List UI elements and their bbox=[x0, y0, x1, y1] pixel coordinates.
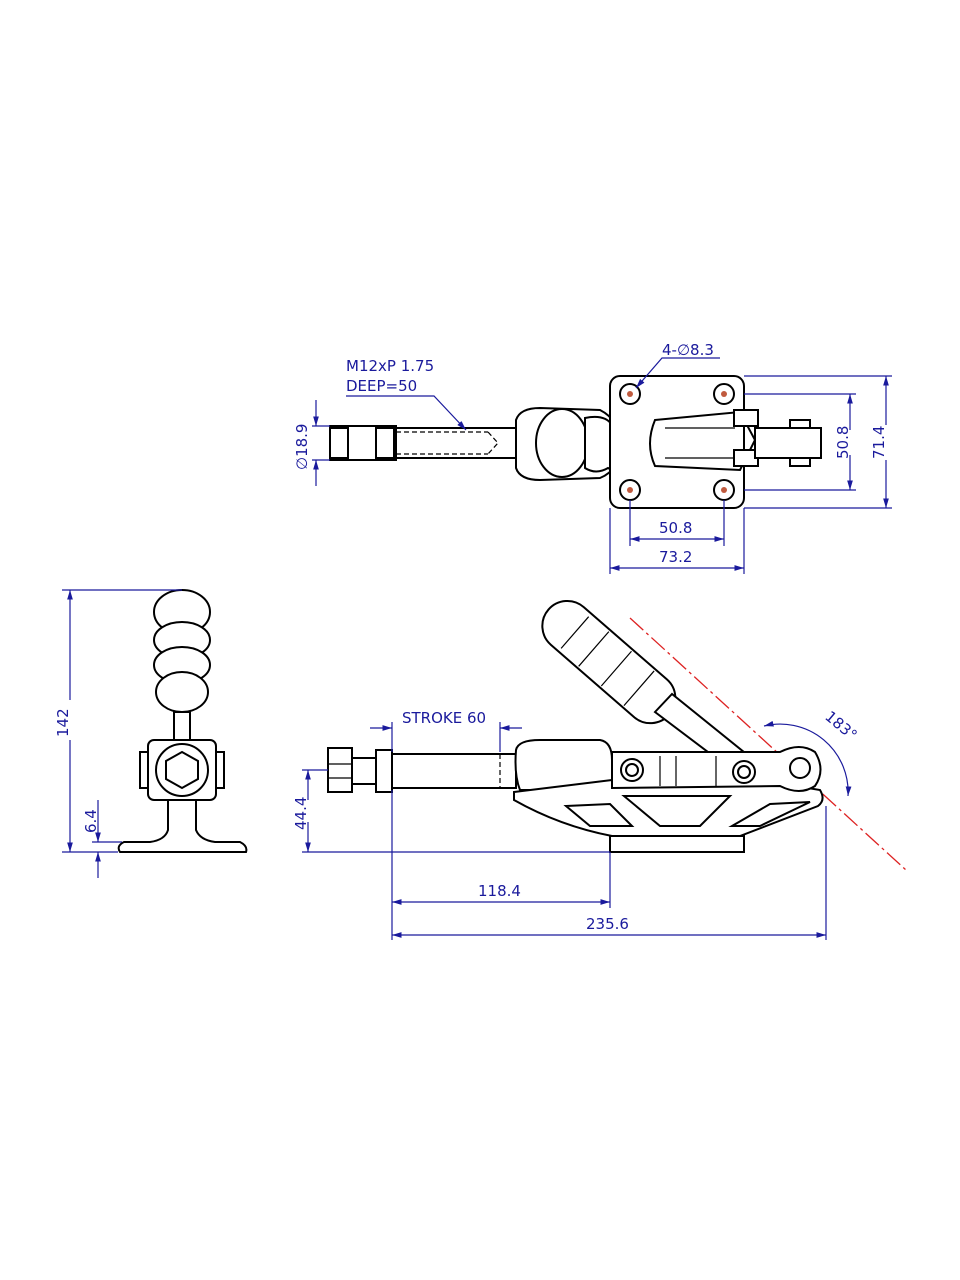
dim-overall-length: 235.6 bbox=[586, 915, 629, 933]
side-view: 142 6.4 bbox=[54, 589, 248, 878]
side-hex-nut bbox=[165, 750, 199, 790]
dim-rod-height: 44.4 bbox=[292, 797, 310, 830]
dim-handle-angle: 183° bbox=[821, 707, 860, 744]
thread-depth-label: DEEP=50 bbox=[346, 377, 417, 395]
dim-rod-to-plate: 118.4 bbox=[478, 882, 521, 900]
dim-rod-diameter: ∅18.9 bbox=[293, 424, 311, 470]
front-plunger bbox=[391, 753, 517, 789]
front-base-plate bbox=[609, 835, 745, 853]
dim-hole-spacing-horizontal: 50.8 bbox=[659, 519, 692, 537]
dim-plate-length: 73.2 bbox=[659, 548, 692, 566]
holes-spec-label: 4-∅8.3 bbox=[662, 341, 714, 359]
dim-stroke: STROKE 60 bbox=[402, 709, 486, 727]
top-clevis-nut-a bbox=[733, 409, 759, 427]
dim-base-thickness: 6.4 bbox=[82, 809, 100, 833]
front-pivot-pin bbox=[789, 757, 811, 779]
top-hex-nut bbox=[329, 427, 349, 459]
top-clevis bbox=[754, 427, 822, 459]
front-frame bbox=[513, 779, 824, 837]
top-view: ∅18.9 M12xP 1.75 DEEP=50 4-∅8.3 50.8 71.… bbox=[293, 341, 892, 574]
front-lock-nut bbox=[375, 749, 393, 793]
dim-plate-width: 71.4 bbox=[870, 426, 888, 459]
side-base bbox=[117, 799, 248, 853]
front-view: 183° STROKE 60 44.4 118.4 235.6 bbox=[292, 599, 907, 940]
top-rod-thread bbox=[329, 425, 397, 461]
front-body-housing bbox=[514, 739, 613, 791]
front-hex-nut bbox=[327, 747, 353, 793]
side-handle-stem bbox=[173, 711, 191, 741]
thread-spec-label: M12xP 1.75 bbox=[346, 357, 434, 375]
dim-total-height: 142 bbox=[54, 708, 72, 737]
dim-hole-spacing-vertical: 50.8 bbox=[834, 426, 852, 459]
top-base-plate bbox=[609, 375, 745, 509]
top-handle-knob bbox=[535, 408, 589, 478]
top-lock-nut bbox=[375, 427, 395, 459]
